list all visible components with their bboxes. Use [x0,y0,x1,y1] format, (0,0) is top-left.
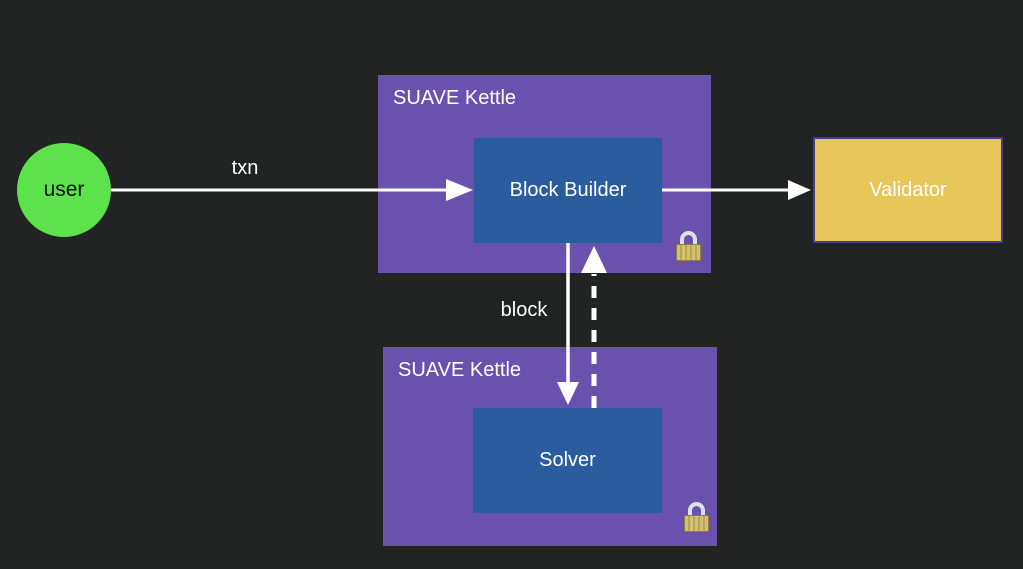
edge-label-block: block [500,299,548,321]
padlock-body [684,515,709,532]
solver-label: Solver [539,449,596,471]
user-node: user [17,143,111,237]
padlock-shackle [680,231,697,248]
padlock-icon [676,231,702,261]
padlock-body [676,244,701,261]
block-builder-node: Block Builder [474,138,662,243]
validator-label: Validator [869,178,947,201]
padlock-icon [684,502,710,532]
kettle-top-title: SUAVE Kettle [393,87,517,109]
block-builder-label: Block Builder [509,179,627,201]
solver-node: Solver [473,408,662,513]
user-label: user [43,178,85,201]
padlock-shackle [688,502,705,519]
edge-label-txn: txn [231,157,259,179]
validator-node: Validator [813,137,1003,243]
kettle-bottom-title: SUAVE Kettle [398,359,522,381]
